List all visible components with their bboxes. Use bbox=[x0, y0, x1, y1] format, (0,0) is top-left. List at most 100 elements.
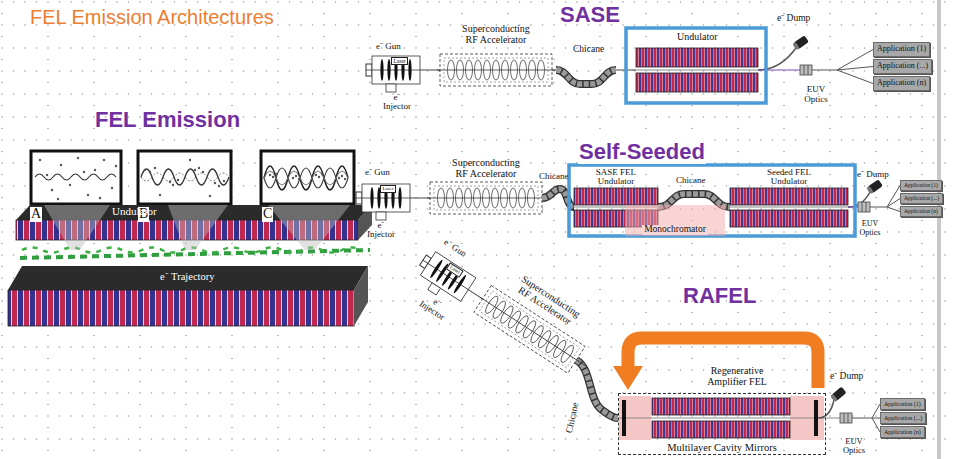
sase-beamline bbox=[636, 48, 758, 67]
component-label: e⁻ Injector bbox=[380, 93, 414, 112]
sase-beamline bbox=[758, 48, 796, 70]
node-text: EUV Optics bbox=[855, 220, 885, 237]
rafel-beamline bbox=[814, 400, 818, 436]
self-seeded-beamline bbox=[569, 165, 855, 236]
section-title: RAFEL bbox=[683, 283, 756, 308]
rafel-beamline bbox=[852, 418, 872, 419]
component-label: e⁻ Dump bbox=[857, 170, 889, 179]
sase-beamline bbox=[556, 70, 616, 84]
sase-beamline bbox=[792, 35, 809, 50]
rafel-beamline bbox=[576, 360, 618, 418]
fel-emission-illustration bbox=[354, 266, 368, 326]
component-label: e⁻ Dump bbox=[830, 372, 863, 382]
fel-emission-illustration bbox=[99, 197, 101, 199]
fel-emission-illustration bbox=[20, 250, 370, 258]
fel-emission-illustration bbox=[103, 159, 105, 161]
fel-emission-illustration bbox=[177, 179, 179, 181]
rafel-beamline bbox=[613, 366, 643, 390]
node-text: Multilayer Cavity Mirrors bbox=[665, 442, 779, 453]
fel-emission-illustration bbox=[341, 175, 343, 177]
sase-beamline bbox=[632, 70, 762, 71]
fel-emission-illustration bbox=[172, 184, 174, 186]
fel-emission-illustration bbox=[295, 175, 297, 177]
application-box: Application (...) bbox=[880, 412, 926, 424]
self-seeded-beamline bbox=[866, 179, 883, 194]
fel-emission-illustration bbox=[272, 176, 274, 178]
application-box: Application (1) bbox=[900, 180, 942, 191]
fel-emission-illustration bbox=[269, 174, 271, 176]
component-label: Superconducting RF Accelerator bbox=[446, 158, 526, 179]
fel-emission-illustration bbox=[275, 173, 277, 175]
fel-emission-illustration bbox=[268, 205, 350, 250]
laser-box: Laser bbox=[380, 185, 396, 193]
section-title: Self-Seeded bbox=[578, 139, 706, 164]
fel-emission-illustration bbox=[8, 290, 354, 326]
fel-emission-illustration bbox=[39, 157, 346, 200]
fel-emission-illustration bbox=[141, 173, 229, 181]
node-text: Application (n) bbox=[884, 429, 921, 435]
monochromator-box: Monochromator bbox=[625, 205, 725, 236]
component-label: e⁻ Injector bbox=[364, 221, 398, 240]
fel-emission-illustration bbox=[159, 194, 161, 196]
fel-emission-illustration bbox=[198, 167, 200, 169]
self-seeded-beamline bbox=[728, 207, 852, 208]
component-label: Chicane bbox=[539, 172, 569, 181]
fel-emission-illustration bbox=[168, 205, 228, 250]
fel-emission-illustration bbox=[154, 167, 156, 169]
fel-emission-illustration bbox=[169, 181, 171, 183]
application-box: Application (1) bbox=[873, 42, 930, 57]
fel-emission-illustration bbox=[223, 180, 225, 182]
node-text: Application (...) bbox=[877, 62, 928, 70]
euv-optics: EUV Optics bbox=[795, 58, 837, 104]
fel-emission-illustration bbox=[77, 157, 79, 159]
light-path bbox=[837, 67, 873, 71]
sase-beamline bbox=[437, 54, 555, 86]
sase-beamline bbox=[636, 73, 758, 92]
rafel-beamline bbox=[618, 418, 840, 419]
rafel-beamline bbox=[830, 387, 847, 403]
light-path bbox=[887, 199, 900, 208]
fel-emission-illustration bbox=[69, 184, 71, 186]
fel-emission-illustration bbox=[87, 194, 89, 196]
fel-emission-illustration bbox=[44, 205, 350, 250]
fel-emission-illustration bbox=[194, 169, 196, 171]
node-text: Application (n) bbox=[877, 79, 926, 87]
node-text: Application (1) bbox=[904, 183, 938, 189]
component-label: Chicane bbox=[676, 176, 706, 185]
application-box: Application (n) bbox=[873, 76, 930, 91]
node-text: Application (1) bbox=[884, 401, 921, 407]
fel-emission-illustration bbox=[264, 171, 348, 185]
application-box: Application (1) bbox=[880, 398, 925, 410]
rafel-beamline bbox=[622, 400, 626, 436]
node-text: Monochromator bbox=[642, 225, 708, 235]
fel-emission-illustration bbox=[141, 169, 229, 185]
rafel-injector bbox=[576, 360, 587, 367]
component-label: Regenerative Amplifier FEL bbox=[706, 366, 768, 387]
fel-emission-illustration bbox=[264, 168, 348, 188]
fel-emission-illustration bbox=[214, 182, 216, 184]
light-path bbox=[872, 404, 880, 418]
section-title: FEL Emission bbox=[95, 107, 240, 132]
fel-emission-illustration bbox=[264, 166, 348, 190]
fel-emission-illustration bbox=[138, 151, 231, 204]
rafel-beamline bbox=[652, 398, 790, 415]
page-title: FEL Emission Architectures bbox=[30, 5, 274, 29]
sase-beamline bbox=[556, 70, 616, 84]
sase-beamline bbox=[366, 56, 420, 92]
fel-emission-illustration bbox=[218, 185, 220, 187]
fel-emission-illustration bbox=[46, 174, 48, 176]
fel-emission-illustration bbox=[321, 173, 323, 175]
fel-emission-illustration bbox=[318, 176, 320, 178]
node-text: Laser bbox=[383, 186, 394, 192]
component-label: e⁻ Gun bbox=[376, 42, 401, 51]
panel-letter: A bbox=[30, 207, 42, 222]
node-text: Application (...) bbox=[884, 415, 922, 421]
component-label: e⁻ Gun bbox=[365, 168, 390, 177]
light-path bbox=[887, 186, 900, 208]
sase-beamline bbox=[812, 70, 837, 71]
fel-emission-illustration bbox=[51, 189, 53, 191]
self-seeded-beamline bbox=[427, 182, 545, 214]
